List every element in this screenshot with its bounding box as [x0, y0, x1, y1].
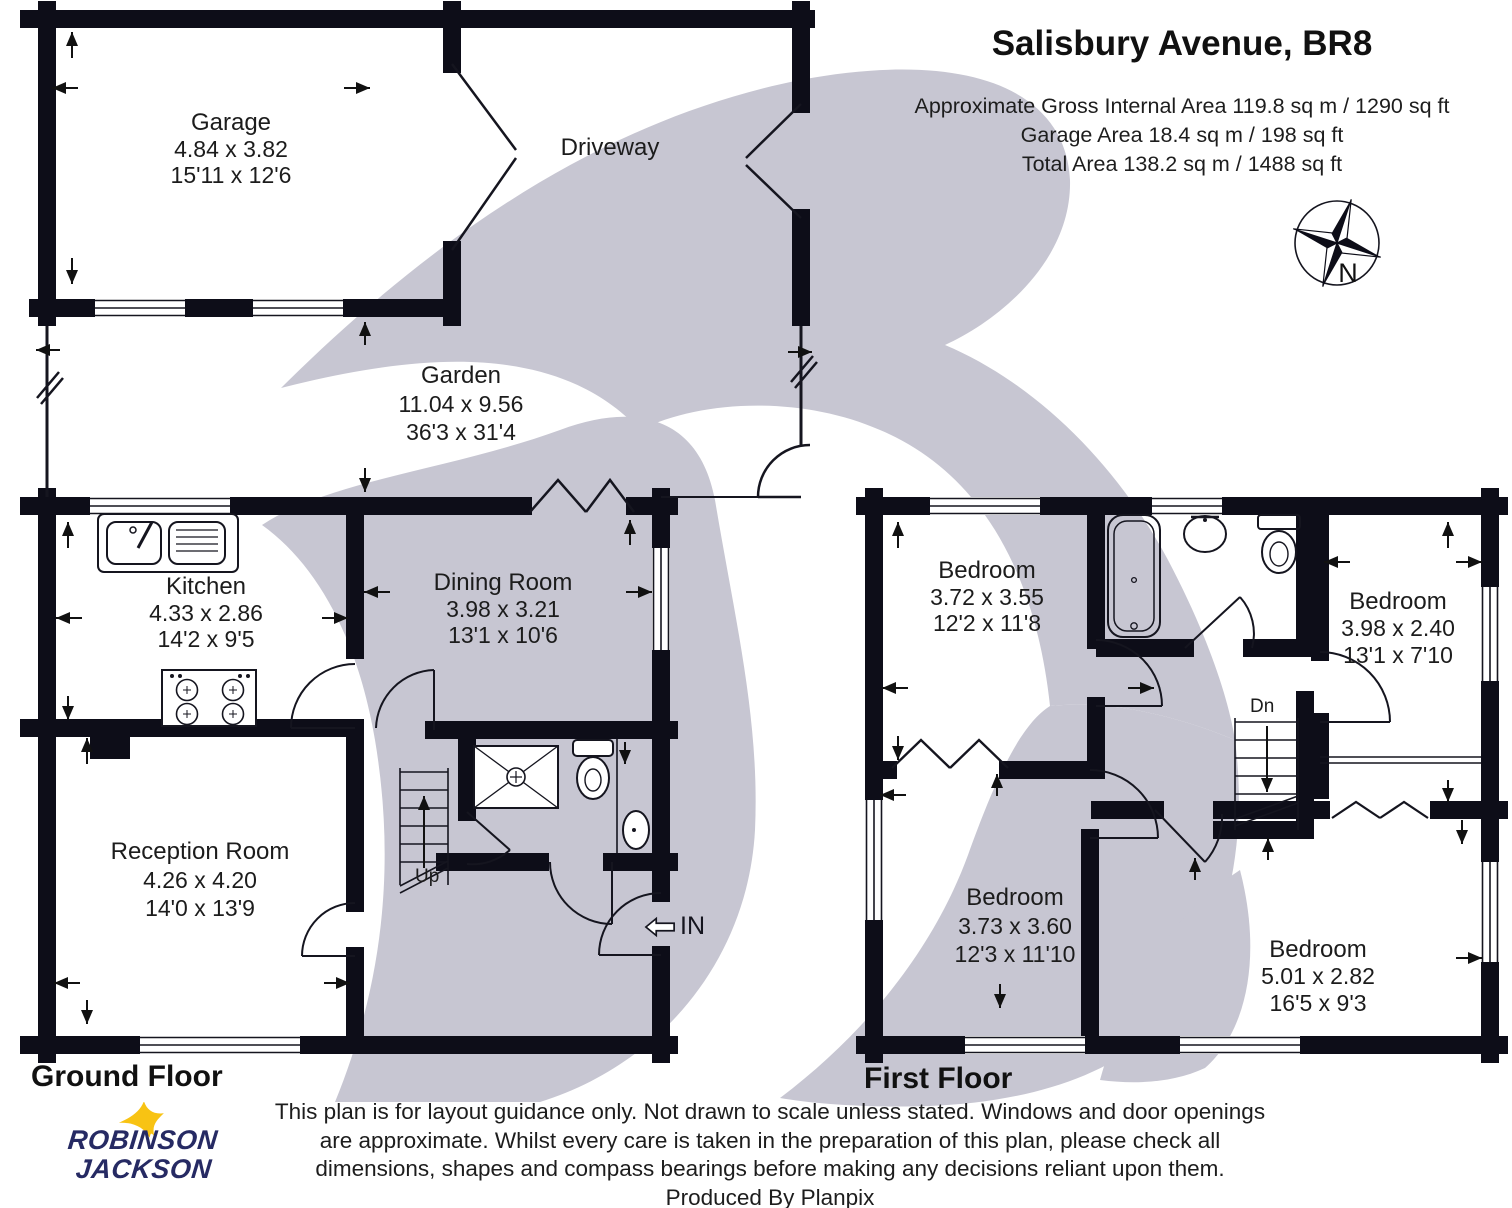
bedroom-bottom-left-label: Bedroom 3.73 x 3.60 12'3 x 11'10: [954, 884, 1076, 967]
logo-line1: ROBINSON: [66, 1125, 220, 1155]
bathtub-icon: [1107, 514, 1161, 638]
sink-icon: [97, 513, 239, 573]
bedroom-top-left-label: Bedroom 3.72 x 3.55 12'2 x 11'8: [930, 557, 1044, 637]
first-floor-title: First Floor: [864, 1062, 1013, 1095]
area-summary: Approximate Gross Internal Area 119.8 sq…: [915, 92, 1450, 179]
toilet-icon: [572, 739, 614, 800]
page-title: Salisbury Avenue, BR8: [991, 24, 1373, 63]
first-floor-details: [891, 596, 1481, 863]
swallow-icon: [118, 1102, 164, 1138]
disclaimer-line: dimensions, shapes and compass bearings …: [315, 1156, 1225, 1181]
entrance-marker: IN: [644, 912, 705, 941]
logo-line2: JACKSON: [74, 1154, 214, 1184]
produced-by-line: Produced By Planpix: [665, 1184, 875, 1208]
garage-area-line: Garage Area 18.4 sq m / 198 sq ft: [1020, 123, 1344, 147]
dimension-arrows: [36, 32, 1482, 1024]
stairs-down-label: Dn: [1250, 696, 1275, 717]
bathroom-basin-icon: [1183, 515, 1227, 553]
stairs-up-icon: [399, 768, 449, 894]
in-arrow-icon: [644, 916, 675, 937]
gross-area-line: Approximate Gross Internal Area 119.8 sq…: [914, 94, 1450, 118]
kitchen-label: Kitchen 4.33 x 2.86 14'2 x 9'5: [149, 573, 263, 653]
garden-label: Garden 11.04 x 9.56 36'3 x 31'4: [398, 362, 524, 445]
compass-icon: [1293, 199, 1381, 287]
basin-icon: [622, 810, 650, 850]
reception-room-label: Reception Room 4.26 x 4.20 14'0 x 13'9: [110, 838, 290, 921]
ground-floor-details: [36, 63, 818, 957]
compass-north-label: N: [1338, 258, 1358, 288]
first-floor-windows: [865, 497, 1499, 1054]
disclaimer-line: This plan is for layout guidance only. N…: [274, 1099, 1266, 1124]
bathroom-toilet-icon: [1257, 514, 1301, 574]
shower-icon: [473, 745, 559, 809]
bedroom-top-right-label: Bedroom 3.98 x 2.40 13'1 x 7'10: [1341, 588, 1455, 668]
entrance-label: IN: [680, 912, 705, 940]
garage-label: Garage 4.84 x 3.82 15'11 x 12'6: [170, 109, 292, 189]
stairs-down-icon: [1234, 718, 1299, 830]
agency-logo: ROBINSON JACKSON: [66, 1102, 220, 1184]
hob-icon: [161, 669, 257, 727]
dining-room-label: Dining Room 3.98 x 3.21 13'1 x 10'6: [433, 569, 573, 649]
ground-floor-title: Ground Floor: [31, 1060, 223, 1093]
total-area-line: Total Area 138.2 sq m / 1488 sq ft: [1021, 152, 1343, 176]
driveway-label: Driveway: [560, 134, 660, 161]
stairs-up-label: Up: [415, 866, 440, 887]
bedroom-bottom-right-label: Bedroom 5.01 x 2.82 16'5 x 9'3: [1261, 936, 1375, 1016]
disclaimer-line: are approximate. Whilst every care is ta…: [319, 1127, 1221, 1153]
disclaimer: This plan is for layout guidance only. N…: [275, 1098, 1265, 1208]
ground-floor-windows: [90, 299, 670, 1054]
